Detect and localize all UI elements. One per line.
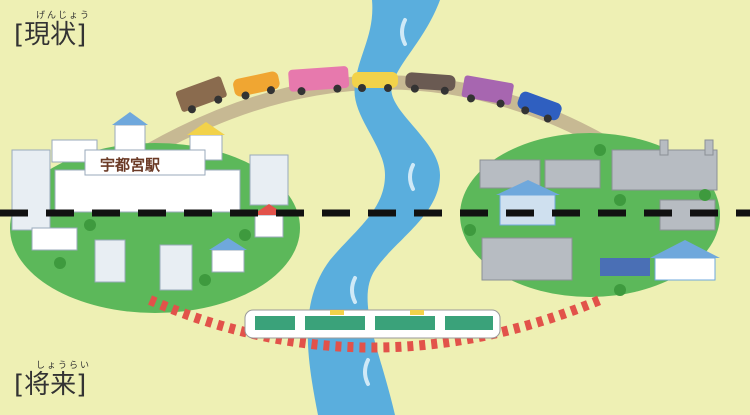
railway-track: [148, 295, 602, 353]
vehicle-truck: [175, 76, 227, 114]
city-buildings: [11, 112, 289, 291]
vehicle-truck: [461, 75, 514, 108]
river: [307, 0, 440, 415]
vehicle-car: [405, 72, 456, 95]
trees: [54, 144, 711, 296]
river-highlight: [350, 18, 415, 386]
vehicle-car: [233, 71, 280, 100]
warehouse-buildings: [496, 180, 720, 281]
vehicles: [175, 66, 562, 123]
future-label: しょうらい [将来]: [14, 358, 91, 399]
current-state-ruby: げんじょう: [36, 11, 92, 21]
vehicle-car: [517, 91, 562, 123]
future-text: [将来]: [14, 370, 87, 400]
current-state-text: [現状]: [14, 20, 87, 50]
future-ruby: しょうらい: [36, 361, 92, 371]
current-state-label: げんじょう [現状]: [14, 8, 91, 49]
light-rail-train: [244, 309, 501, 339]
station-sign: 宇都宮駅: [100, 156, 161, 174]
vehicle-car: [352, 72, 398, 92]
vehicle-bus: [288, 66, 350, 96]
factory-buildings: [479, 139, 718, 281]
